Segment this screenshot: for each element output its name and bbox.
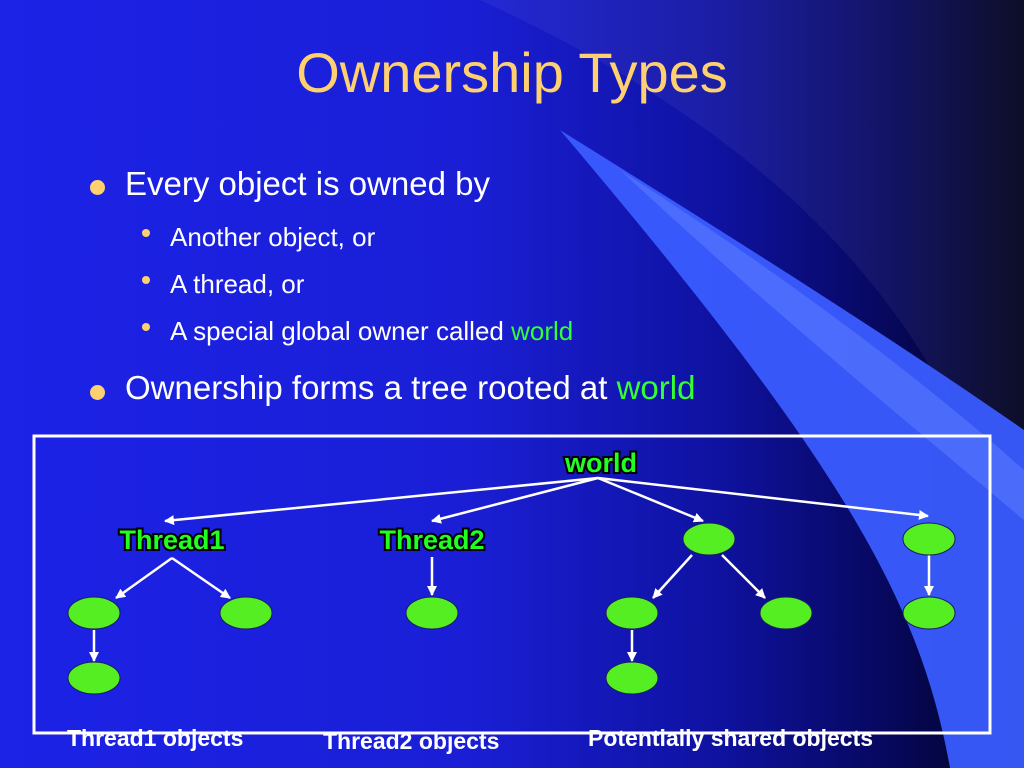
object-node xyxy=(605,661,659,695)
sub-bullet-1: Another object, or xyxy=(170,222,376,252)
slide-title: Ownership Types xyxy=(296,41,728,104)
diagram-frame xyxy=(32,434,992,735)
sub-bullet-marker xyxy=(142,276,150,284)
edge-shared1-left xyxy=(652,554,693,599)
object-node xyxy=(219,596,273,630)
thread1-objects-label: Thread1 objects xyxy=(67,725,244,751)
object-node xyxy=(605,596,659,630)
thread1-node-label: Thread1 xyxy=(119,525,224,555)
object-node xyxy=(67,596,121,630)
thread2-node-label: Thread2 xyxy=(379,525,484,555)
edge-world-shared2 xyxy=(597,476,929,520)
world-node-label: world xyxy=(564,448,637,478)
sub-bullet-marker xyxy=(142,323,150,331)
edge-thread1-obj-b xyxy=(171,556,231,600)
bullet-marker xyxy=(90,180,105,195)
sub-bullet-2: A thread, or xyxy=(170,269,305,299)
thread2-objects-label: Thread2 objects xyxy=(323,728,500,754)
sub-bullet-marker xyxy=(142,229,150,237)
object-node xyxy=(902,522,956,556)
world-highlight: world xyxy=(616,369,696,406)
world-highlight: world xyxy=(511,316,574,346)
edge-world-shared1 xyxy=(597,476,704,523)
sub-bullet-3: A special global owner called world xyxy=(170,316,574,346)
object-node xyxy=(759,596,813,630)
object-node xyxy=(902,596,956,630)
object-node xyxy=(405,596,459,630)
edge-thread1-obj-a xyxy=(115,556,173,600)
bullet-marker xyxy=(90,385,105,400)
object-node xyxy=(682,522,736,556)
edge-world-thread2 xyxy=(431,476,599,524)
bullet-1: Every object is owned by xyxy=(125,165,491,202)
object-node xyxy=(67,661,121,695)
edge-world-thread1 xyxy=(164,476,599,526)
shared-objects-label: Potentially shared objects xyxy=(588,725,874,751)
edge-shared1-right xyxy=(721,554,766,599)
bullet-2: Ownership forms a tree rooted at world xyxy=(125,369,696,406)
